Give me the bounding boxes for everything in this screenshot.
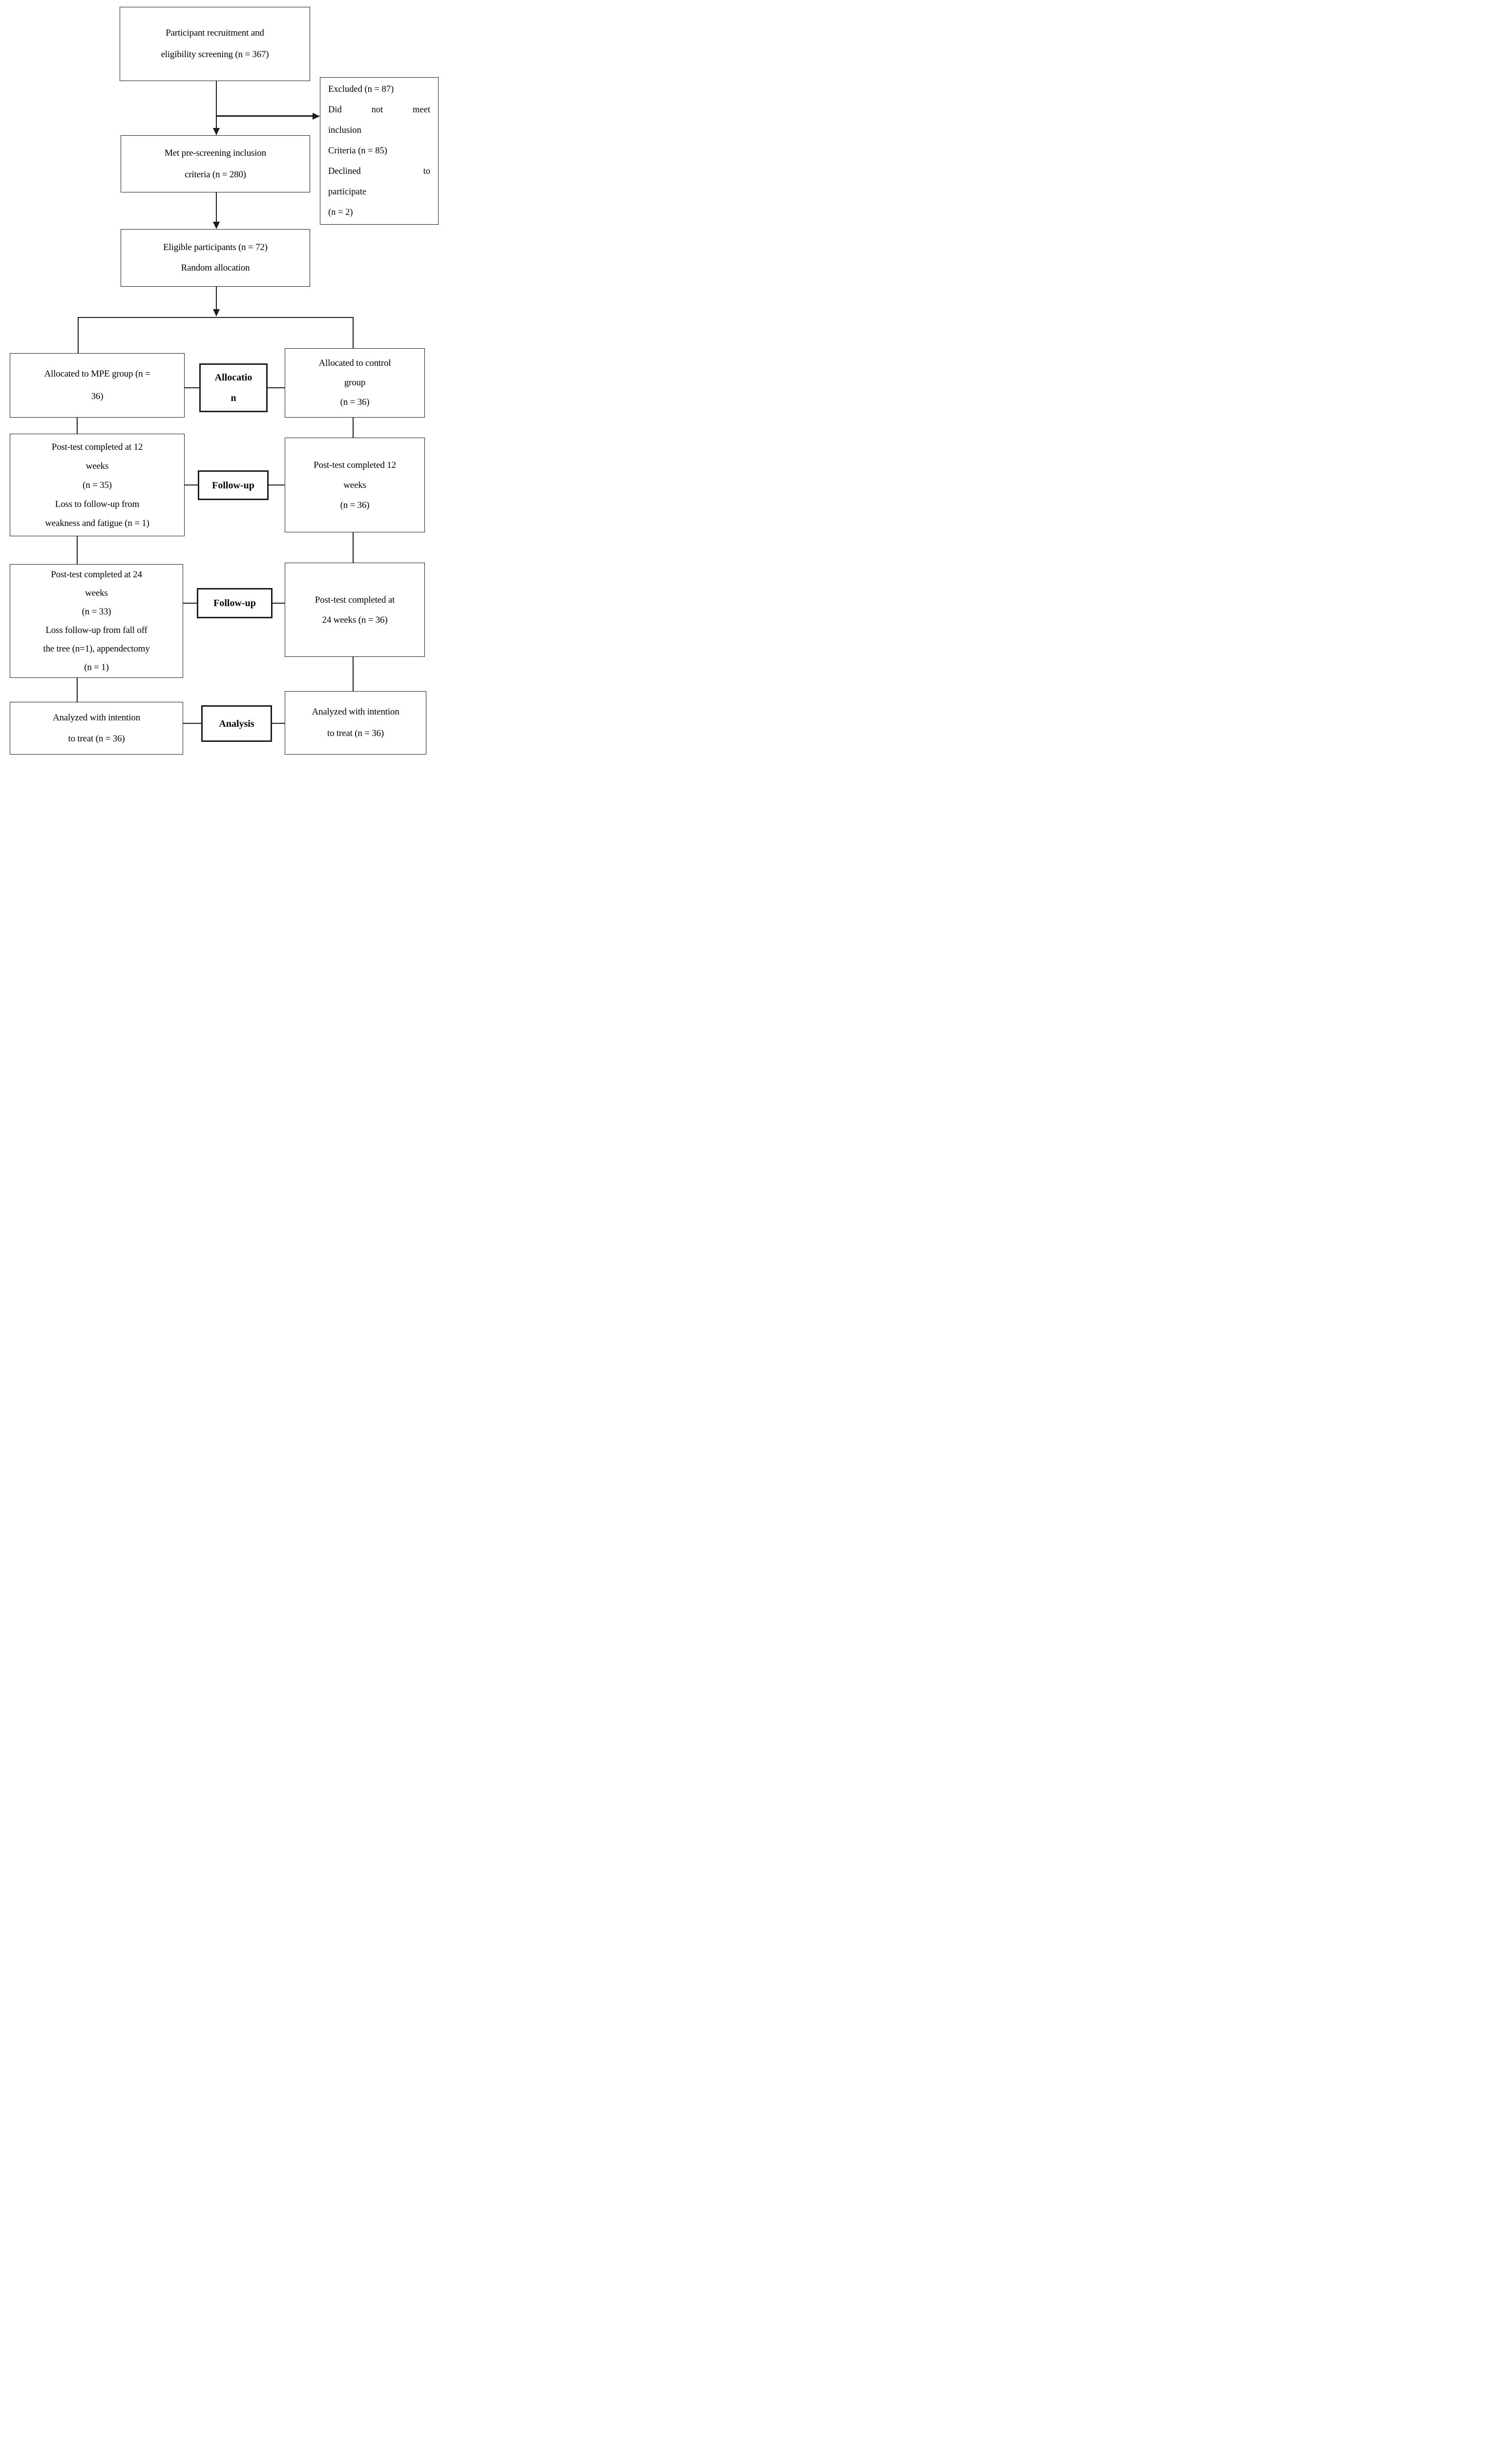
label-allocation-line: n [231,393,236,403]
box-prescreening-line: criteria (n = 280) [185,169,246,180]
connector-followup24-to-analysis-right [353,657,354,691]
box-excluded-line: Criteria (n = 85) [328,146,387,156]
connector-allocation-label-to-control [268,387,285,388]
box-excluded-line: Excluded (n = 87) [328,84,394,94]
box-prescreening: Met pre-screening inclusion criteria (n … [121,135,310,192]
label-box-allocation: Allocatio n [199,363,268,412]
box-allocated-control: Allocated to control group (n = 36) [285,348,425,418]
box-allocated-mpe-line: Allocated to MPE group (n = [44,369,150,379]
box-analysis-control-line: to treat (n = 36) [327,728,384,738]
box-analysis-mpe: Analyzed with intention to treat (n = 36… [10,702,183,755]
box-followup12-mpe-line: Post-test completed at 12 [51,442,143,452]
box-followup12-mpe: Post-test completed at 12 weeks (n = 35)… [10,434,185,536]
connector-recruitment-to-prescreening [216,81,217,128]
box-excluded-line: Declined to [328,167,430,176]
box-followup12-control-line: Post-test completed 12 [314,460,396,470]
box-recruitment: Participant recruitment and eligibility … [120,7,310,81]
box-excluded-line: Did not meet [328,105,430,115]
arrowhead-into-split [213,309,220,316]
box-followup12-control-line: weeks [343,480,366,490]
box-followup24-control-line: Post-test completed at [315,594,395,605]
connector-followup24-to-analysis-left [77,678,78,702]
label-box-followup-1: Follow-up [198,470,269,500]
box-followup24-control: Post-test completed at 24 weeks (n = 36) [285,563,425,657]
label-allocation-line: Allocatio [214,372,252,383]
box-analysis-control-line: Analyzed with intention [312,707,399,717]
connector-followup12-to-followup24-right [353,532,354,563]
connector-followup12-to-followup24-left [77,536,78,564]
box-eligible: Eligible participants (n = 72) Random al… [121,229,310,287]
box-excluded-line: inclusion [328,126,361,135]
box-followup12-mpe-line: weeks [85,461,109,471]
label-box-followup-2: Follow-up [197,588,273,618]
label-followup-1: Follow-up [212,480,254,491]
connector-followup24-mpe-to-label [183,603,197,604]
connector-analysis-mpe-to-label [183,723,201,724]
box-followup24-mpe-line: (n = 1) [84,662,109,673]
box-followup24-mpe-line: the tree (n=1), appendectomy [43,643,150,654]
box-allocated-mpe: Allocated to MPE group (n = 36) [10,353,185,418]
label-analysis: Analysis [219,718,254,729]
connector-followup12-mpe-to-label [185,484,198,485]
box-excluded-line: participate [328,187,367,197]
box-followup12-control-line: (n = 36) [340,500,370,510]
box-analysis-mpe-line: Analyzed with intention [52,713,141,723]
split-drop-right [353,317,354,348]
box-recruitment-line: eligibility screening (n = 367) [161,49,269,60]
label-followup-2: Follow-up [213,598,256,609]
box-excluded-line: (n = 2) [328,208,353,217]
box-followup12-mpe-line: Loss to follow-up from [55,499,140,509]
arrowhead-into-excluded [313,113,320,120]
box-followup24-mpe: Post-test completed at 24 weeks (n = 33)… [10,564,183,678]
box-recruitment-line: Participant recruitment and [166,28,264,38]
box-analysis-mpe-line: to treat (n = 36) [68,734,125,744]
box-followup24-control-line: 24 weeks (n = 36) [322,614,388,625]
connector-eligible-to-split [216,287,217,310]
box-allocated-control-line: Allocated to control [318,358,391,368]
box-allocated-control-line: (n = 36) [340,397,370,407]
connector-to-excluded [216,115,314,117]
box-prescreening-line: Met pre-screening inclusion [165,147,266,158]
arrowhead-into-prescreening [213,128,220,135]
box-eligible-line: Random allocation [181,263,250,273]
box-followup24-mpe-line: Post-test completed at 24 [51,569,142,580]
connector-prescreening-to-eligible [216,192,217,222]
box-allocated-mpe-line: 36) [91,391,104,401]
box-followup24-mpe-line: weeks [85,588,108,598]
box-followup12-mpe-line: weakness and fatigue (n = 1) [45,518,149,528]
connector-control-to-followup12 [353,418,354,438]
box-followup12-control: Post-test completed 12 weeks (n = 36) [285,438,425,532]
box-followup12-mpe-line: (n = 35) [83,480,112,490]
split-horizontal-line [78,317,354,318]
box-excluded: Excluded (n = 87) Did not meet inclusion… [320,77,439,225]
split-drop-left [78,317,79,353]
connector-label-to-followup24-control [273,603,285,604]
box-analysis-control: Analyzed with intention to treat (n = 36… [285,691,426,755]
consort-flow-diagram: Participant recruitment and eligibility … [0,0,451,769]
arrowhead-into-eligible [213,222,220,229]
connector-label-to-analysis-control [272,723,285,724]
box-eligible-line: Eligible participants (n = 72) [163,242,268,253]
box-followup24-mpe-line: Loss follow-up from fall off [45,625,147,635]
label-box-analysis: Analysis [201,705,272,742]
box-allocated-control-line: group [344,378,366,388]
box-followup24-mpe-line: (n = 33) [82,606,111,617]
connector-mpe-to-allocation-label [185,387,199,388]
connector-label-to-followup12-control [269,484,285,485]
connector-mpe-to-followup12 [77,418,78,434]
